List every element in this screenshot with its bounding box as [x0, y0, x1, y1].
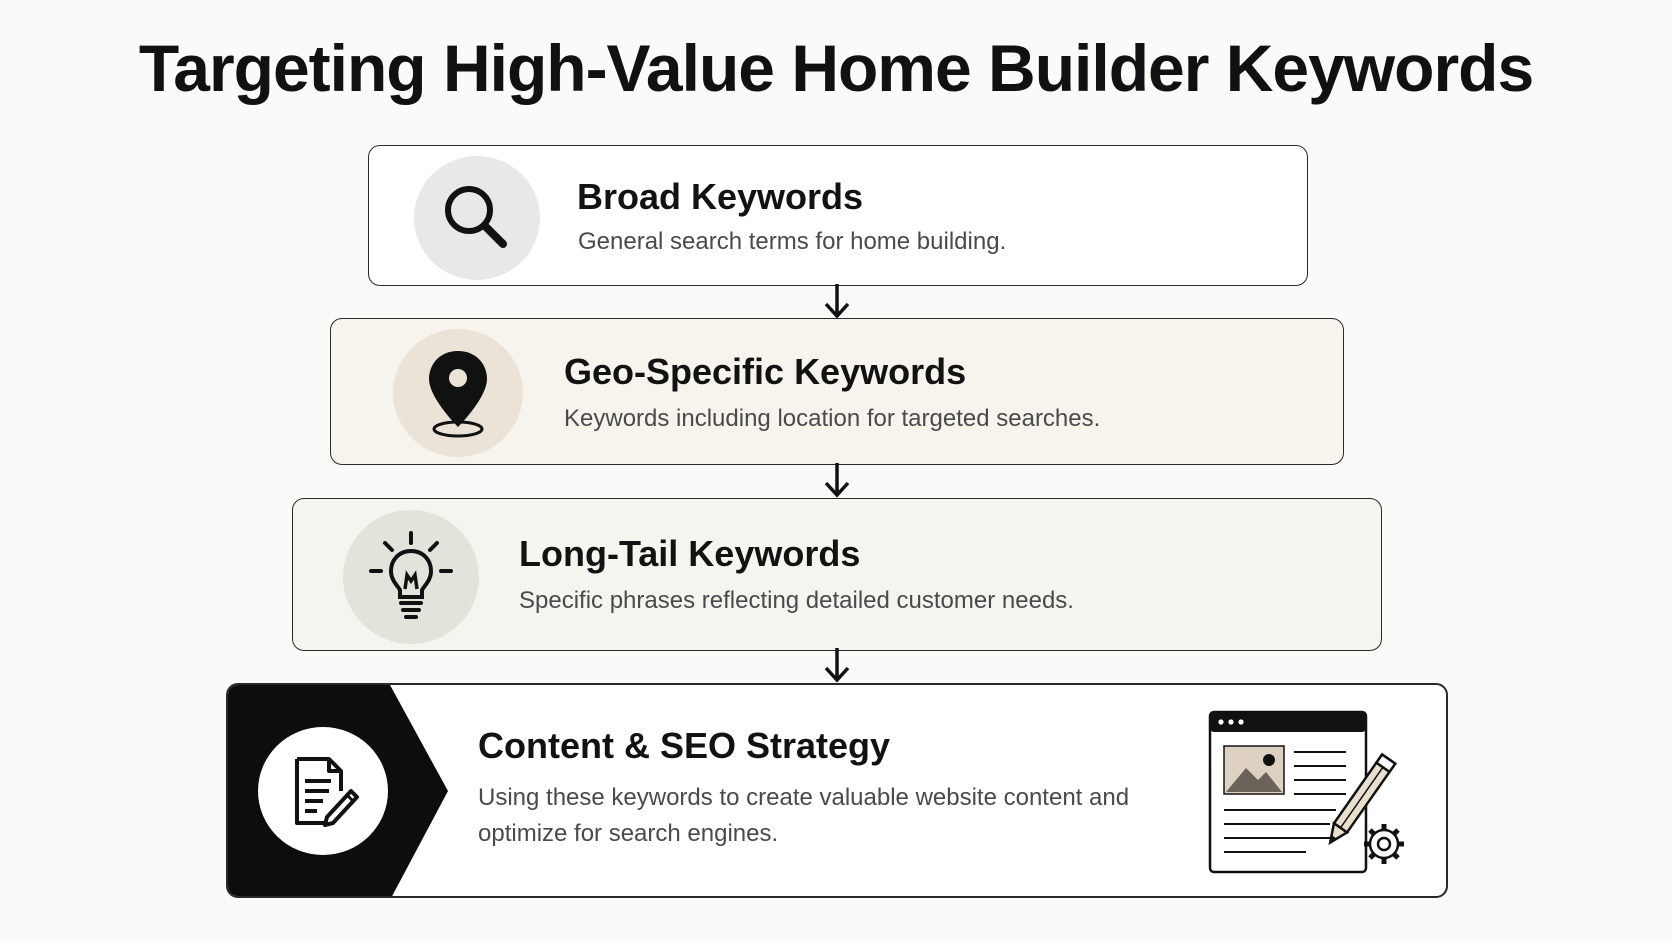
step-description: Using these keywords to create valuable …	[478, 784, 1130, 847]
map-pin-icon	[429, 351, 487, 438]
down-arrow-icon	[824, 648, 850, 683]
step-description: Specific phrases reflecting detailed cus…	[519, 587, 1074, 614]
step-title: Long-Tail Keywords	[519, 533, 861, 574]
step-title: Geo-Specific Keywords	[564, 351, 967, 392]
step-description: Keywords including location for targeted…	[564, 405, 1101, 432]
document-edit-icon	[295, 757, 359, 827]
step-card-long-tail-keywords: Long-Tail Keywords Specific phrases refl…	[292, 498, 1382, 651]
step-card-broad-keywords: Broad Keywords General search terms for …	[368, 145, 1308, 286]
page-title: Targeting High-Value Home Builder Keywor…	[138, 31, 1534, 105]
icon-circle	[414, 156, 540, 280]
magnifying-glass-icon	[445, 186, 507, 248]
step-description: General search terms for home building.	[578, 228, 1007, 255]
step-card-content-seo-strategy: Content & SEO Strategy Using these keywo…	[226, 683, 1448, 898]
step-title: Broad Keywords	[577, 176, 864, 217]
down-arrow-icon	[824, 284, 850, 319]
icon-circle	[343, 510, 479, 644]
icon-circle	[258, 727, 388, 855]
step-title: Content & SEO Strategy	[478, 725, 891, 766]
down-arrow-icon	[824, 463, 850, 498]
step-card-geo-specific-keywords: Geo-Specific Keywords Keywords including…	[330, 318, 1344, 465]
lightbulb-icon	[369, 531, 453, 619]
webpage-editing-illustration	[1208, 710, 1404, 874]
icon-circle	[393, 329, 523, 457]
